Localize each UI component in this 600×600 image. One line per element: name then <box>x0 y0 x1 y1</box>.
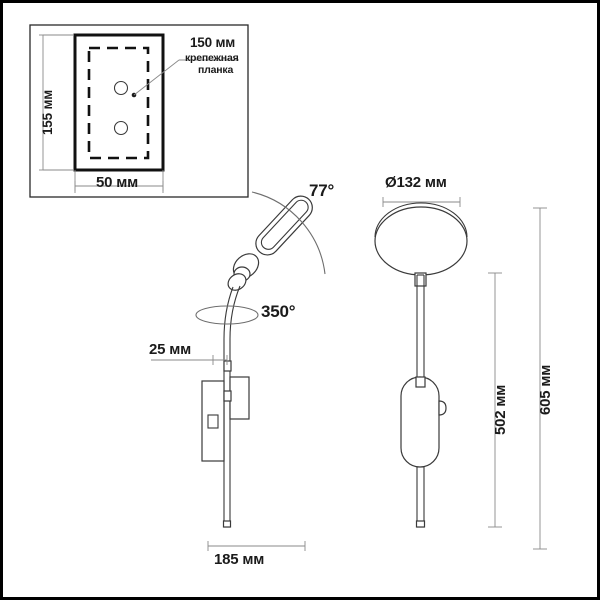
front-label-77deg: 77° <box>309 181 335 200</box>
front-rotation-indicator <box>195 305 259 325</box>
inset-callout-leader <box>131 59 239 98</box>
side-label-502mm: 502 мм <box>492 384 509 435</box>
front-dim-185 <box>207 541 306 551</box>
side-dim-132 <box>382 197 461 207</box>
front-housing-block <box>223 360 250 420</box>
front-label-25mm: 25 мм <box>149 341 192 358</box>
front-lamp-head <box>255 195 313 256</box>
front-stem <box>222 285 241 528</box>
inset-dim-155 <box>39 34 73 171</box>
front-label-350deg: 350° <box>261 302 296 321</box>
inset-detail-frame <box>29 24 249 198</box>
side-head-neck <box>414 272 427 287</box>
inset-label-bracket-line1: крепежная <box>185 52 239 64</box>
front-head-joint <box>227 253 260 291</box>
side-dim-605 <box>533 207 547 550</box>
inset-dim-50 <box>74 170 164 193</box>
side-dim-502 <box>488 272 502 528</box>
inset-label-150mm: 150 мм <box>190 35 236 50</box>
side-label-132mm: Ø132 мм <box>385 174 447 191</box>
side-label-605mm: 605 мм <box>537 364 554 415</box>
side-housing-oval <box>400 376 447 468</box>
inset-label-155mm: 155 мм <box>40 89 55 135</box>
inset-label-bracket-line2: планка <box>198 64 234 76</box>
front-angle-arc-77 <box>251 191 326 275</box>
front-dim-25 <box>151 355 228 365</box>
front-wall-plate <box>201 380 225 462</box>
inset-label-50mm: 50 мм <box>96 174 139 191</box>
front-label-185mm: 185 мм <box>214 551 265 568</box>
side-lamp-head <box>374 202 468 276</box>
inset-bracket-plate <box>73 33 165 172</box>
technical-drawing-canvas: .ln{stroke:#3a3a3a;stroke-width:1.1;fill… <box>29 24 547 551</box>
